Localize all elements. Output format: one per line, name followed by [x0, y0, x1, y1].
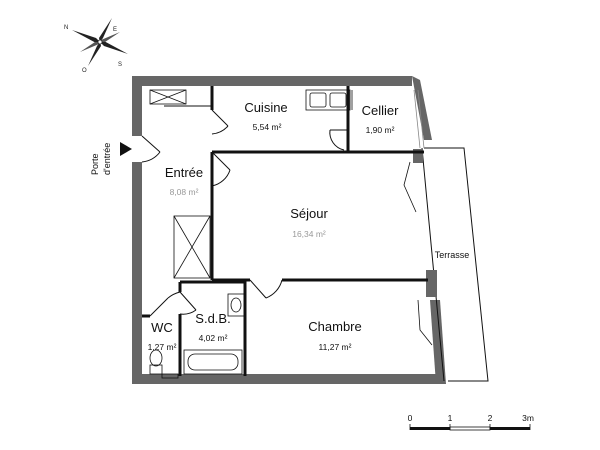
room-area-chambre: 11,27 m² [319, 342, 352, 352]
scale-tick-0: 0 [408, 413, 413, 423]
entrance-label-line2: d'entrée [102, 143, 112, 175]
room-name-chambre: Chambre [308, 319, 361, 334]
washbasin-icon [227, 293, 245, 317]
compass-north-label: N [64, 25, 68, 31]
terrasse-pillar-mid [426, 270, 437, 297]
compass-west-label: O [82, 68, 87, 74]
scale-tick-2: 2 [488, 413, 493, 423]
kitchen-sink-icon [305, 89, 353, 111]
room-area-sejour: 16,34 m² [292, 229, 326, 239]
room-name-terrasse: Terrasse [435, 250, 470, 260]
scale-tick-3: 3m [522, 413, 534, 423]
entrance-label-line1: Porte [90, 153, 100, 175]
window-glazing [413, 89, 425, 149]
room-name-sejour: Séjour [290, 206, 328, 221]
room-area-cellier: 1,90 m² [366, 125, 395, 135]
room-area-entree: 8,08 m² [170, 187, 199, 197]
compass-south-label: S [118, 62, 122, 68]
room-name-cuisine: Cuisine [244, 100, 287, 115]
room-area-wc: 1,27 m² [148, 342, 177, 352]
room-name-wc: WC [151, 320, 173, 335]
room-name-cellier: Cellier [362, 103, 400, 118]
room-area-cuisine: 5,54 m² [253, 122, 282, 132]
outer-walls [132, 76, 446, 384]
scale-tick-1: 1 [448, 413, 453, 423]
compass-east-label: E [113, 27, 117, 33]
terrasse-outline [421, 147, 489, 382]
entree-cupboard [149, 89, 211, 279]
radiators [161, 161, 433, 379]
room-name-sdb: S.d.B. [195, 311, 230, 326]
room-name-entree: Entrée [165, 165, 203, 180]
interior-walls [142, 86, 428, 376]
bathtub-icon [183, 349, 243, 375]
entrance-arrow-icon [120, 142, 132, 156]
terrasse-pillar-top [413, 149, 423, 163]
doors [141, 109, 348, 317]
scale-bar [409, 424, 531, 431]
compass-rose-icon: N E S O [64, 18, 128, 74]
toilet-icon [149, 349, 163, 375]
room-area-sdb: 4,02 m² [199, 333, 228, 343]
